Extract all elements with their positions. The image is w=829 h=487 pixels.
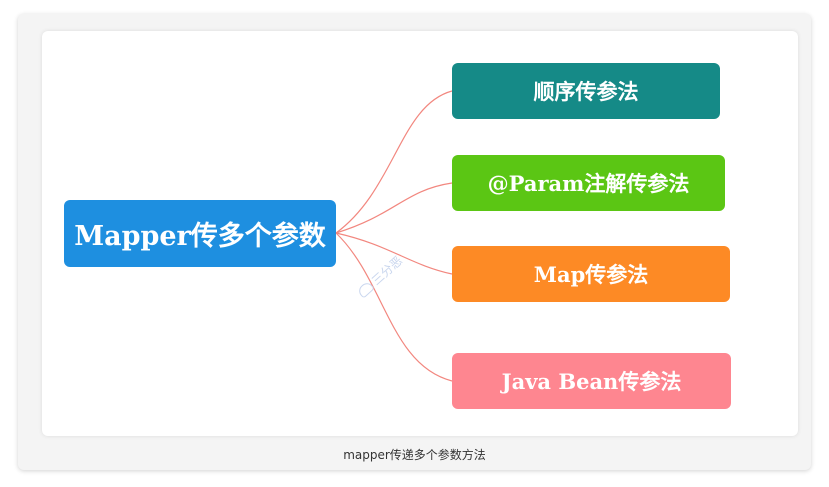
branch-node-sequential: 顺序传参法 — [452, 63, 720, 119]
link-branch-4 — [335, 232, 453, 382]
link-branch-3 — [335, 232, 453, 275]
branch-node-java-bean: Java Bean传参法 — [452, 353, 731, 409]
branch-node-param-annotation: @Param注解传参法 — [452, 155, 725, 211]
branch-node-map: Map传参法 — [452, 246, 730, 302]
root-node: Mapper传多个参数 — [64, 200, 336, 267]
link-branch-2 — [335, 182, 453, 234]
link-branch-1 — [335, 90, 453, 234]
figure-caption: mapper传递多个参数方法 — [343, 448, 486, 462]
